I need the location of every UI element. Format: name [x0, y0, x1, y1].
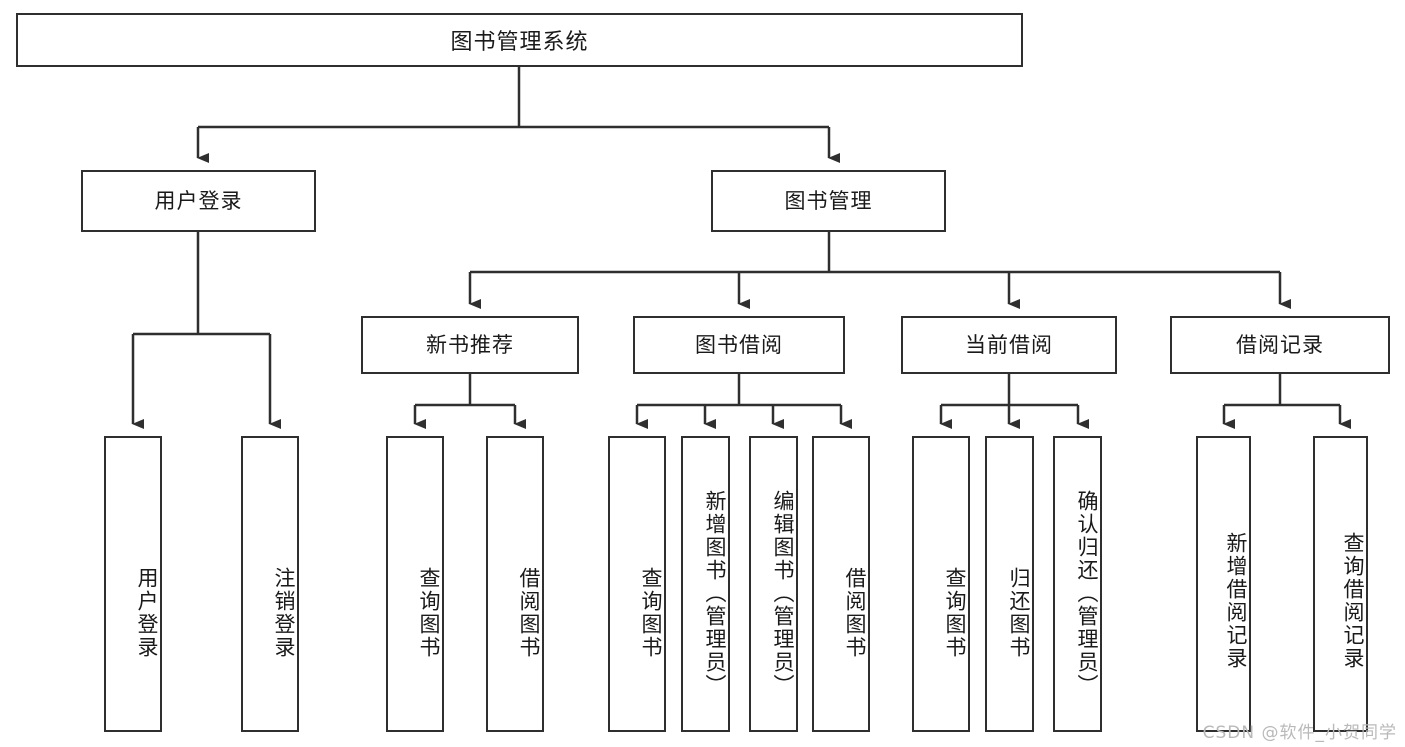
leaf-user-login-logout[interactable]: 注销登录: [241, 436, 299, 732]
leaf-borrow-add-book-admin[interactable]: 新增图书（管理员）: [681, 436, 730, 732]
node-new-book-recommend-label: 新书推荐: [426, 332, 514, 357]
node-root-label: 图书管理系统: [450, 30, 589, 55]
node-book-borrow-label: 图书借阅: [695, 332, 783, 357]
node-root-system[interactable]: 图书管理系统: [16, 13, 1023, 67]
node-user-login[interactable]: 用户登录: [81, 170, 316, 232]
leaf-borrow-edit-book-admin-label: 编辑图书（管理员）: [771, 489, 795, 697]
leaf-record-add-label: 新增借阅记录: [1224, 532, 1248, 670]
node-borrow-record-label: 借阅记录: [1236, 332, 1324, 357]
leaf-record-query-label: 查询借阅记录: [1341, 532, 1365, 670]
node-book-management-label: 图书管理: [784, 188, 873, 213]
leaf-current-confirm-return-admin-label: 确认归还（管理员）: [1075, 489, 1099, 697]
node-current-borrow[interactable]: 当前借阅: [901, 316, 1117, 374]
leaf-record-query[interactable]: 查询借阅记录: [1313, 436, 1368, 732]
leaf-borrow-query-book-label: 查询图书: [639, 567, 663, 659]
leaf-current-query-book[interactable]: 查询图书: [912, 436, 970, 732]
leaf-new-book-borrow-label: 借阅图书: [517, 567, 541, 659]
leaf-borrow-add-book-admin-label: 新增图书（管理员）: [703, 489, 727, 697]
leaf-current-return-book[interactable]: 归还图书: [985, 436, 1034, 732]
node-book-management[interactable]: 图书管理: [711, 170, 946, 232]
leaf-current-query-book-label: 查询图书: [943, 567, 967, 659]
leaf-current-return-book-label: 归还图书: [1007, 567, 1031, 659]
node-new-book-recommend[interactable]: 新书推荐: [361, 316, 579, 374]
leaf-user-login-login-label: 用户登录: [135, 567, 159, 659]
leaf-record-add[interactable]: 新增借阅记录: [1196, 436, 1251, 732]
leaf-user-login-login[interactable]: 用户登录: [104, 436, 162, 732]
leaf-user-login-logout-label: 注销登录: [272, 567, 296, 659]
csdn-watermark: CSDN @软件_小贺同学: [1202, 723, 1397, 743]
leaf-new-book-borrow[interactable]: 借阅图书: [486, 436, 544, 732]
leaf-current-confirm-return-admin[interactable]: 确认归还（管理员）: [1053, 436, 1102, 732]
leaf-borrow-query-book[interactable]: 查询图书: [608, 436, 666, 732]
node-current-borrow-label: 当前借阅: [965, 332, 1053, 357]
leaf-new-book-query-label: 查询图书: [417, 567, 441, 659]
node-user-login-label: 用户登录: [154, 188, 243, 213]
leaf-borrow-borrow-book-label: 借阅图书: [843, 567, 867, 659]
leaf-borrow-borrow-book[interactable]: 借阅图书: [812, 436, 870, 732]
node-borrow-record[interactable]: 借阅记录: [1170, 316, 1390, 374]
node-book-borrow[interactable]: 图书借阅: [633, 316, 845, 374]
leaf-borrow-edit-book-admin[interactable]: 编辑图书（管理员）: [749, 436, 798, 732]
leaf-new-book-query[interactable]: 查询图书: [386, 436, 444, 732]
